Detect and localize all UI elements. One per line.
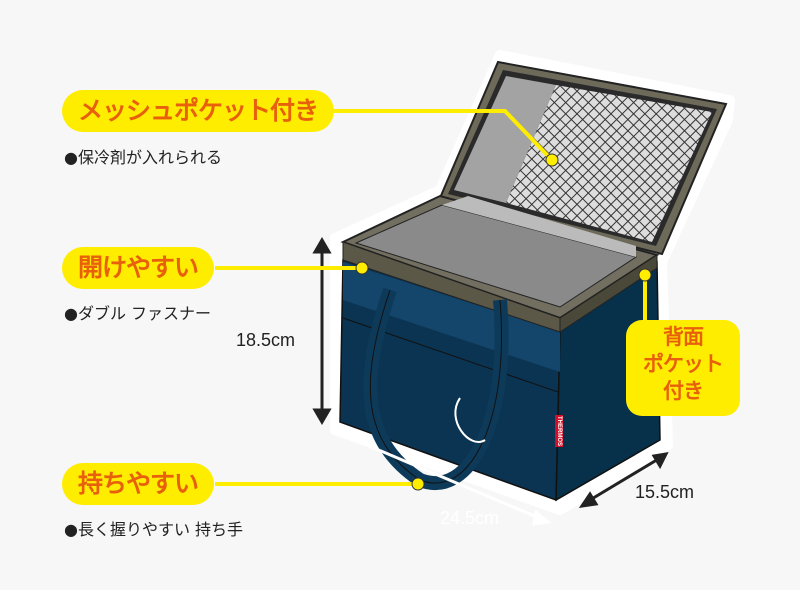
- callout-lines: [215, 109, 647, 486]
- feature-easy-carry-detail: ●長く握りやすい 持ち手: [64, 520, 244, 539]
- height-dimension: 18.5cm: [236, 330, 296, 350]
- back-pocket-line2: ポケット: [643, 352, 724, 376]
- feature-easy-carry-label: 持ちやすい: [62, 463, 215, 505]
- back-pocket-line1: 背面: [663, 325, 704, 349]
- mesh-pocket: [506, 85, 712, 242]
- dimension-arrows: [312, 237, 669, 508]
- feature-easy-open-label: 開けやすい: [62, 247, 215, 289]
- width-dimension: 24.5cm: [440, 508, 500, 528]
- back-pocket-line3: 付き: [663, 379, 704, 403]
- feature-mesh-pocket-label: メッシュポケット付き: [62, 90, 335, 132]
- feature-easy-open-detail: ●ダブル ファスナー: [64, 304, 212, 323]
- depth-dimension: 15.5cm: [635, 482, 695, 502]
- brand-tag: THERMOS: [555, 415, 563, 447]
- back-pocket-label: 背面 ポケット 付き: [626, 320, 740, 416]
- feature-mesh-pocket-detail: ●保冷剤が入れられる: [64, 148, 222, 167]
- lid: [438, 60, 728, 256]
